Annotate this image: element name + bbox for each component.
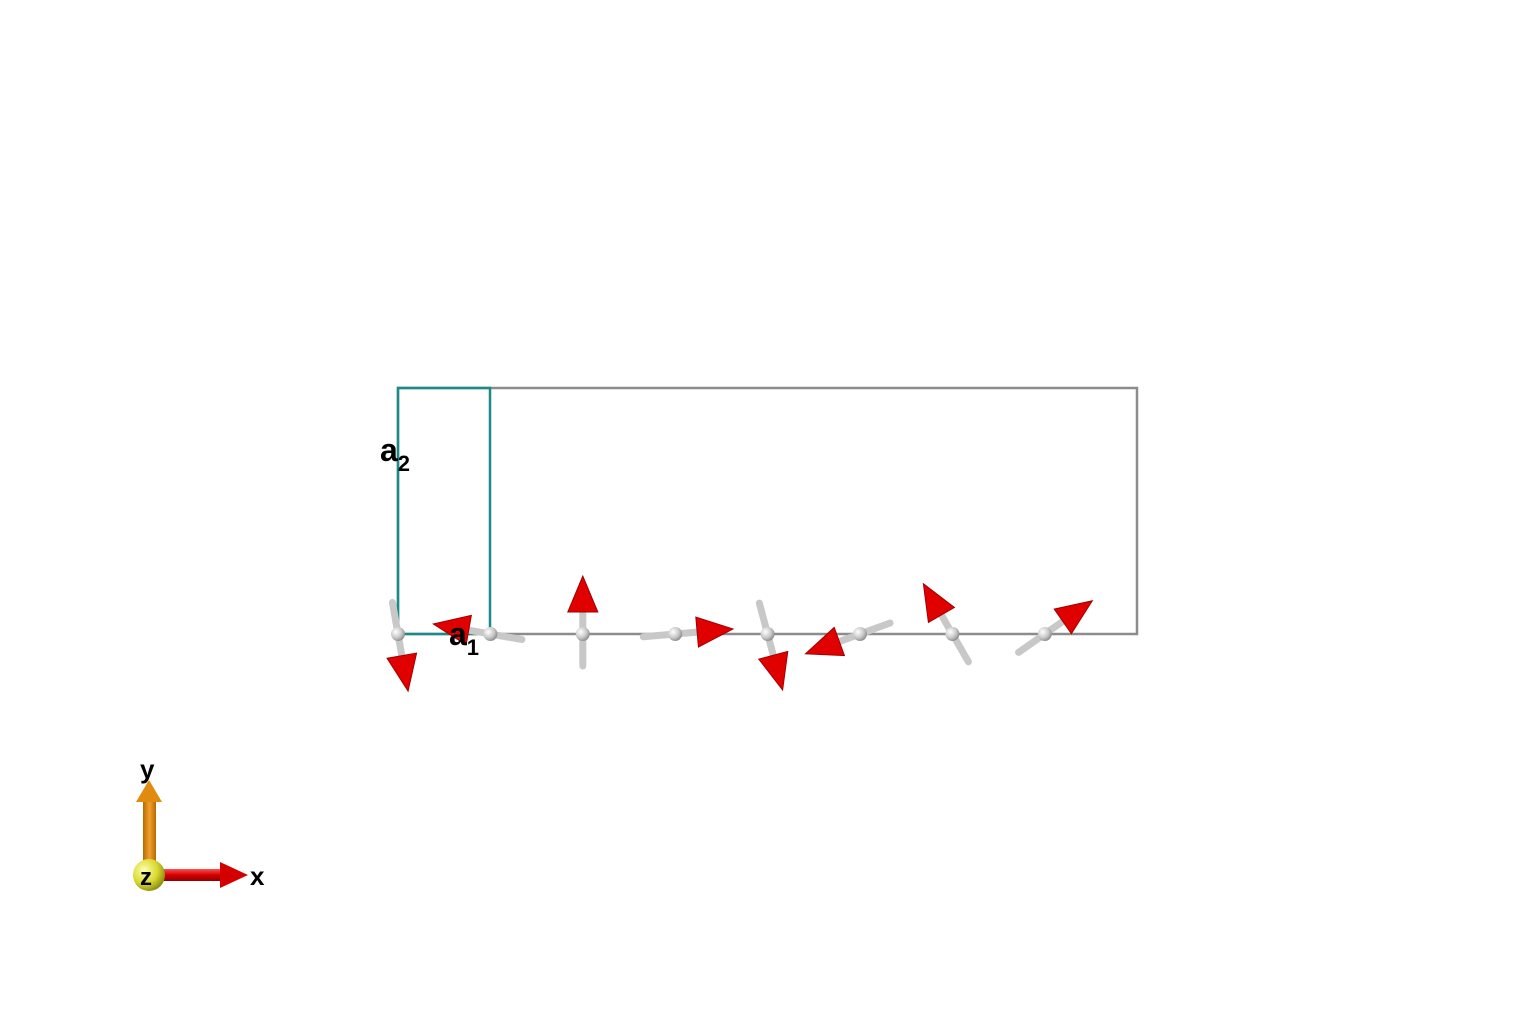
axes-triad: y x z: [133, 754, 265, 891]
spin-arrowhead: [386, 652, 418, 693]
spin-moment: [639, 616, 735, 648]
spin-arrowhead: [804, 626, 846, 657]
a2-main: a: [380, 432, 398, 468]
z-axis-label: z: [140, 864, 152, 891]
spin-moment: [1015, 599, 1094, 656]
atom-site: [575, 627, 590, 641]
spin-arrowhead: [695, 616, 735, 648]
unit-cell-outline: [396, 386, 492, 636]
a1-sub: 1: [467, 635, 479, 660]
spin-arrowhead: [757, 650, 789, 692]
spin-arrowhead: [1053, 599, 1094, 635]
lattice-label-a2: a2: [380, 432, 410, 476]
atom-site: [853, 627, 867, 641]
spin-moments: [386, 574, 1094, 693]
spin-arrowhead: [922, 582, 956, 624]
supercell-outline: [396, 386, 1139, 636]
spin-arrowhead: [567, 574, 599, 613]
spin-moment: [755, 599, 789, 692]
x-axis-label: x: [250, 861, 265, 891]
spin-moment: [922, 582, 972, 666]
atom-site: [760, 627, 775, 641]
atom-site: [483, 627, 498, 641]
spin-moment: [432, 614, 526, 646]
x-axis-arrowhead: [220, 862, 248, 888]
spin-moment: [804, 619, 894, 657]
spin-moment: [386, 598, 418, 693]
y-axis-label: y: [140, 754, 155, 784]
atom-site: [391, 627, 405, 641]
a1-main: a: [449, 616, 467, 652]
atom-site: [668, 627, 683, 641]
z-axis-sphere: [133, 859, 165, 891]
atom-site: [1037, 627, 1052, 641]
lattice-label-a1: a1: [449, 616, 479, 660]
x-axis-shaft: [152, 869, 222, 881]
y-axis-shaft: [143, 800, 156, 872]
a2-sub: 2: [398, 451, 410, 476]
y-axis-arrowhead: [136, 780, 162, 802]
spin-arrowhead: [432, 614, 472, 646]
spin-moment: [567, 574, 599, 670]
atom-site: [945, 627, 960, 641]
